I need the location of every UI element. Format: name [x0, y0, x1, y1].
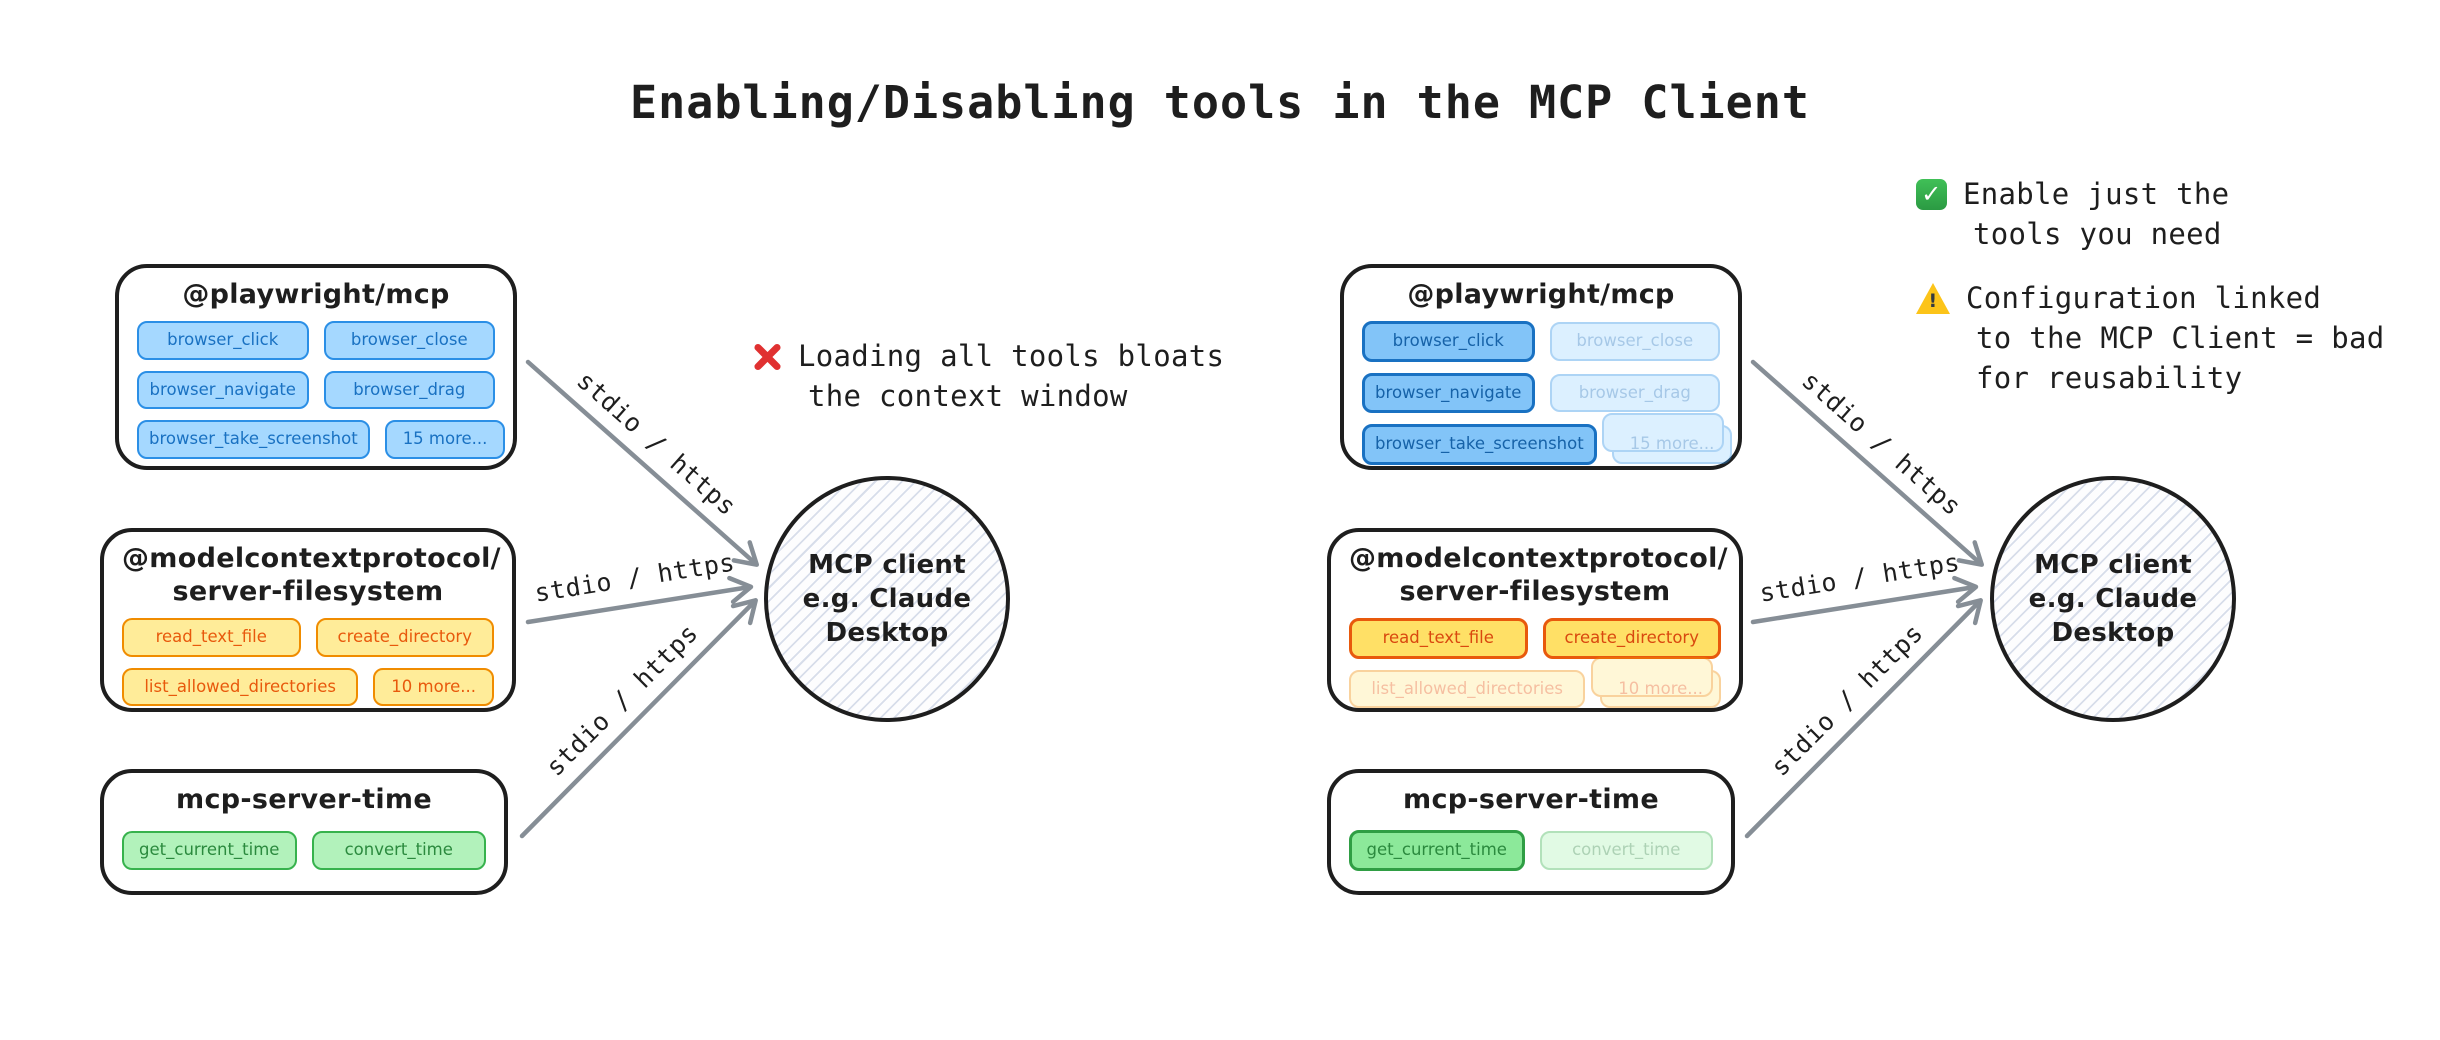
- server-name-line: @playwright/mcp: [182, 279, 450, 310]
- check-mark-icon: [1916, 179, 1947, 210]
- note-line: to the MCP Client = bad: [1976, 321, 2385, 355]
- arrow-time-to-client-left: [519, 598, 758, 839]
- tool-pill-list: read_text_file create_directory list_allow…: [1349, 618, 1721, 708]
- tool-pill-list: browser_click browser_close browser_naviga…: [1362, 321, 1733, 465]
- server-box-playwright-left: @playwright/mcp browser_click browser_clo…: [115, 264, 517, 470]
- client-label-line: e.g. Claude: [802, 584, 972, 614]
- server-name-line: @modelcontextprotocol/: [122, 543, 501, 574]
- arrow-label-stdio-https: stdio / https: [1765, 618, 1928, 781]
- arrow-filesystem-to-client-left: [525, 575, 754, 625]
- tool-pill-row: read_text_file create_directory: [1349, 618, 1721, 659]
- client-label-line: MCP client: [808, 550, 966, 580]
- arrow-label-stdio-https: stdio / https: [1758, 547, 1962, 607]
- client-label-line: Desktop: [825, 618, 949, 648]
- tool-pill-browser-drag: browser_drag: [323, 370, 495, 409]
- tool-pill-row: read_text_file create_directory: [122, 618, 494, 657]
- tool-pill-row: browser_navigate browser_drag: [1362, 372, 1720, 413]
- server-name-line: mcp-server-time: [1403, 784, 1659, 815]
- note-line: Enable just the: [1963, 177, 2230, 211]
- server-box-time-right: mcp-server-time get_current_time convert_…: [1327, 769, 1735, 895]
- tool-pill-list: read_text_file create_directory list_allow…: [122, 618, 494, 706]
- mcp-client-circle-left: MCP client e.g. Claude Desktop: [764, 476, 1010, 722]
- tool-pill-browser-close: browser_close: [323, 321, 495, 360]
- tool-pill-browser-click: browser_click: [137, 321, 309, 360]
- server-name: mcp-server-time: [122, 783, 486, 816]
- tool-pill-read-text-file: read_text_file: [1349, 618, 1528, 659]
- tool-pill-browser-navigate: browser_navigate: [1362, 372, 1535, 413]
- tool-pill-15-more: 15 more...: [1611, 425, 1733, 464]
- tool-pill-get-current-time: get_current_time: [122, 831, 297, 870]
- tool-pill-row: browser_click browser_close: [137, 321, 495, 360]
- server-name-line: @playwright/mcp: [1407, 279, 1675, 310]
- tool-pill-row: browser_take_screenshot 15 more...: [137, 420, 506, 459]
- tool-pill-browser-navigate: browser_navigate: [137, 370, 309, 409]
- note-line: Configuration linked: [1966, 281, 2322, 315]
- tool-pill-row: list_allowed_directories 10 more...: [122, 667, 494, 706]
- server-box-time-left: mcp-server-time get_current_time convert_…: [100, 769, 508, 895]
- tool-pill-row: browser_take_screenshot 15 more...: [1362, 424, 1733, 465]
- tool-pill-row: get_current_time convert_time: [1349, 830, 1713, 871]
- server-box-filesystem-right: @modelcontextprotocol/ server-filesystem…: [1327, 528, 1743, 712]
- tool-pill-row: list_allowed_directories 10 more...: [1349, 669, 1721, 708]
- server-name-line: mcp-server-time: [176, 784, 432, 815]
- arrow-label-stdio-https: stdio / https: [533, 547, 737, 607]
- arrow-time-to-client-right: [1744, 598, 1983, 839]
- tool-pill-browser-take-screenshot: browser_take_screenshot: [137, 420, 370, 459]
- tool-pill-10-more: 10 more...: [1600, 669, 1721, 708]
- server-name-line: @modelcontextprotocol/: [1349, 543, 1728, 574]
- server-box-filesystem-left: @modelcontextprotocol/ server-filesystem…: [100, 528, 516, 712]
- client-label-line: e.g. Claude: [2028, 584, 2198, 614]
- arrow-filesystem-to-client-right: [1750, 575, 1979, 625]
- note-text: Configuration linked to the MCP Client =…: [1966, 278, 2384, 398]
- tool-pill-browser-close: browser_close: [1549, 322, 1720, 361]
- server-name-line: server-filesystem: [1399, 576, 1671, 607]
- note-text: Loading all tools bloats the context win…: [798, 336, 1224, 416]
- tool-pill-row: get_current_time convert_time: [122, 831, 486, 870]
- mcp-client-label: MCP client e.g. Claude Desktop: [803, 548, 972, 650]
- page-title: Enabling/Disabling tools in the MCP Clie…: [630, 76, 1810, 129]
- note-text: Enable just the tools you need: [1963, 174, 2229, 254]
- note-line: Loading all tools bloats: [798, 339, 1225, 373]
- tool-pill-convert-time: convert_time: [311, 831, 486, 870]
- tool-pill-row: browser_navigate browser_drag: [137, 370, 495, 409]
- tool-pill-15-more: 15 more...: [384, 420, 506, 459]
- tool-pill-browser-drag: browser_drag: [1549, 373, 1720, 412]
- note-configuration-warning: Configuration linked to the MCP Client =…: [1916, 278, 2384, 398]
- arrow-playwright-to-client-left: [525, 359, 759, 567]
- note-line: the context window: [808, 379, 1128, 413]
- note-loading-all-tools: Loading all tools bloats the context win…: [752, 336, 1224, 416]
- tool-pill-browser-take-screenshot: browser_take_screenshot: [1362, 424, 1597, 465]
- mcp-client-label: MCP client e.g. Claude Desktop: [2029, 548, 2198, 650]
- server-name: @modelcontextprotocol/ server-filesystem: [1349, 542, 1728, 608]
- mcp-client-circle-right: MCP client e.g. Claude Desktop: [1990, 476, 2236, 722]
- server-name: @modelcontextprotocol/ server-filesystem: [122, 542, 501, 608]
- tool-pill-create-directory: create_directory: [1542, 618, 1721, 659]
- tool-pill-list-allowed-directories: list_allowed_directories: [122, 667, 359, 706]
- warning-icon: [1916, 283, 1950, 314]
- tool-pill-list: get_current_time convert_time: [122, 826, 486, 875]
- client-label-line: Desktop: [2051, 618, 2175, 648]
- tool-pill-get-current-time: get_current_time: [1349, 830, 1525, 871]
- server-name: @playwright/mcp: [137, 278, 495, 311]
- tool-pill-10-more: 10 more...: [373, 667, 494, 706]
- note-line: for reusability: [1976, 361, 2243, 395]
- client-label-line: MCP client: [2034, 550, 2192, 580]
- arrow-label-stdio-https: stdio / https: [540, 618, 703, 781]
- tool-pill-create-directory: create_directory: [315, 618, 494, 657]
- server-name-line: server-filesystem: [172, 576, 444, 607]
- tool-pill-list-allowed-directories: list_allowed_directories: [1349, 669, 1586, 708]
- tool-pill-read-text-file: read_text_file: [122, 618, 301, 657]
- server-name: mcp-server-time: [1349, 783, 1713, 816]
- tool-pill-convert-time: convert_time: [1539, 831, 1713, 870]
- tool-pill-row: browser_click browser_close: [1362, 321, 1720, 362]
- note-enable-tools: Enable just the tools you need: [1916, 174, 2229, 254]
- arrow-label-stdio-https: stdio / https: [571, 366, 742, 522]
- server-box-playwright-right: @playwright/mcp browser_click browser_clo…: [1340, 264, 1742, 470]
- tool-pill-browser-click: browser_click: [1362, 321, 1535, 362]
- note-line: tools you need: [1973, 217, 2222, 251]
- server-name: @playwright/mcp: [1362, 278, 1720, 311]
- cross-mark-icon: [752, 342, 782, 372]
- tool-pill-list: browser_click browser_close browser_naviga…: [137, 321, 506, 459]
- tool-pill-list: get_current_time convert_time: [1349, 826, 1713, 875]
